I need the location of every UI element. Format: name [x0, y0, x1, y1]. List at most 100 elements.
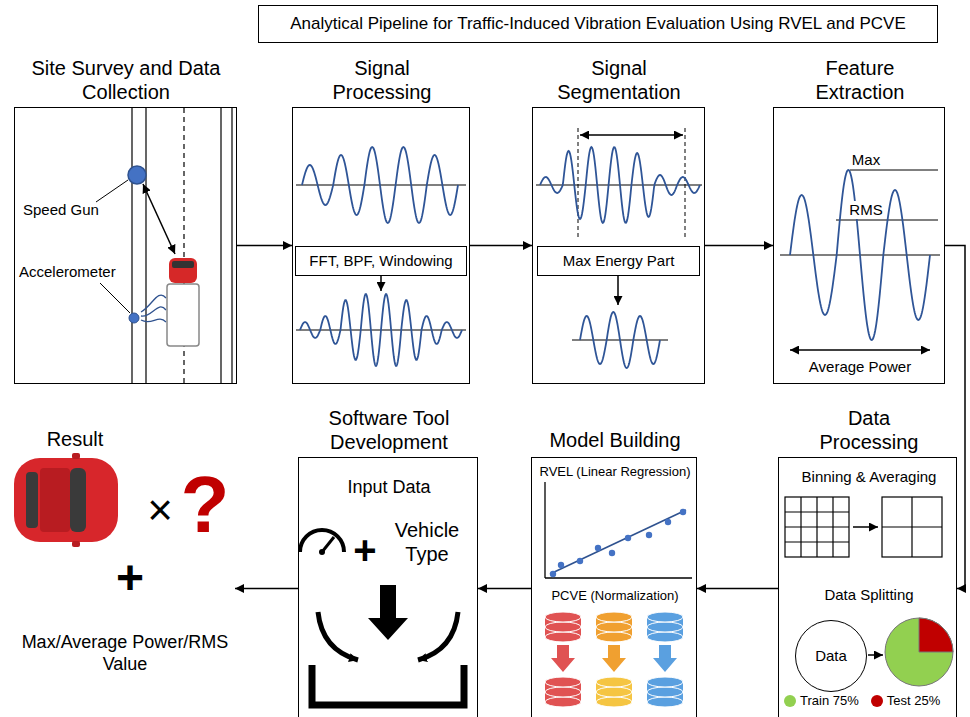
- scatter-point: [577, 558, 583, 564]
- node-heading: Signal Processing: [317, 56, 447, 104]
- power-span: [790, 349, 930, 350]
- flow-arrow: [237, 245, 292, 247]
- database-disk: [545, 677, 581, 687]
- car-mirror: [72, 453, 80, 459]
- signal-waves: [296, 147, 940, 368]
- scatter-point: [550, 571, 556, 577]
- flow-arrow: [478, 588, 531, 590]
- process-arrow: [380, 276, 382, 291]
- node-heading: Data Processing: [809, 406, 929, 454]
- segment-marker: [685, 128, 686, 240]
- database-disk: [647, 612, 683, 622]
- node-heading: Software Tool Development: [304, 406, 474, 454]
- database-disk: [647, 677, 683, 687]
- normalize-arrow: [653, 645, 677, 672]
- process-box: Max Energy Part: [537, 246, 700, 276]
- chart-axis: [544, 482, 545, 578]
- process-box: FFT, BPF, Windowing: [295, 246, 467, 276]
- database-icon: [545, 677, 581, 707]
- node-text: RMS: [847, 201, 884, 219]
- symbol-label: +: [353, 530, 376, 570]
- segment-marker: [578, 128, 579, 240]
- vibration-line: [141, 295, 166, 312]
- flow-arrow: [697, 588, 778, 590]
- signal-wave: [302, 147, 458, 223]
- stage-panel: Site Survey and Data CollectionSpeed Gun…: [14, 107, 237, 384]
- title-text: Analytical Pipeline for Traffic-Induced …: [271, 14, 925, 34]
- leader-line: [100, 283, 130, 313]
- node-heading: Signal Segmentation: [549, 56, 689, 104]
- normalize-arrow: [602, 645, 626, 672]
- database-icon: [647, 612, 683, 642]
- normalize-arrow: [551, 645, 575, 672]
- node-heading: Max Energy Part: [563, 252, 675, 270]
- database-disk: [596, 677, 632, 687]
- process-arrow: [617, 276, 619, 305]
- merge-arrow: [318, 612, 358, 660]
- database-disk: [596, 632, 632, 642]
- leader-line: [96, 180, 128, 202]
- input-arrow: [368, 585, 408, 640]
- grid-line: [785, 511, 849, 512]
- chart-axis: [545, 577, 692, 578]
- pie-test: [919, 618, 953, 652]
- node-heading: FFT, BPF, Windowing: [309, 252, 452, 270]
- process-arrow: [853, 526, 878, 528]
- speed-gun-symbol: [128, 166, 146, 184]
- grid-line: [785, 526, 849, 527]
- database-disk: [545, 697, 581, 707]
- road-edge: [220, 108, 221, 383]
- gauge-hub: [319, 549, 325, 555]
- node-heading: Data: [815, 647, 847, 665]
- truck-cab: [169, 258, 197, 283]
- stage-panel: Signal ProcessingFFT, BPF, Windowing: [292, 107, 470, 384]
- scatter-point: [558, 562, 564, 568]
- signal-wave: [300, 294, 462, 366]
- database-disk: [545, 622, 581, 632]
- database-icon: [545, 612, 581, 642]
- flow-arrow: [470, 245, 532, 247]
- stage-panel: Model BuildingRVEL (Linear Regression)PC…: [531, 457, 697, 717]
- scatter-point: [625, 535, 631, 541]
- node-heading: Model Building: [549, 428, 680, 452]
- max-line: [850, 170, 938, 171]
- legend-swatch: [871, 695, 883, 707]
- stage-panel: Data ProcessingBinning & AveragingData S…: [778, 457, 957, 717]
- database-disk: [596, 612, 632, 622]
- scatter-points: [550, 509, 686, 577]
- merge-arrow: [418, 612, 458, 660]
- legend-item: Train 75%: [784, 693, 859, 709]
- database-disk: [545, 612, 581, 622]
- database-disk: [647, 622, 683, 632]
- scatter-point: [595, 545, 601, 551]
- car-mirror: [72, 541, 80, 547]
- node-text: Binning & Averaging: [802, 468, 937, 486]
- stage-panel: Feature ExtractionMaxRMSAverage Power: [773, 107, 945, 384]
- grid-line: [785, 541, 849, 542]
- database-disk: [545, 687, 581, 697]
- node-text: Accelerometer: [19, 263, 116, 281]
- database-disk: [647, 632, 683, 642]
- truck-window: [172, 261, 194, 268]
- signal-wave: [540, 147, 700, 223]
- node-heading: Site Survey and Data Collection: [21, 56, 231, 104]
- node-text: Max: [850, 151, 882, 169]
- segment-span: [580, 134, 683, 135]
- node-text: Max/Average Power/RMS Value: [18, 632, 233, 675]
- database-disk: [596, 622, 632, 632]
- scatter-point: [665, 519, 671, 525]
- legend: Train 75%Test 25%: [784, 693, 940, 709]
- vibration-line: [141, 319, 166, 322]
- truck-body: [167, 284, 199, 346]
- road-edge: [231, 108, 232, 383]
- accelerometer-symbol: [129, 313, 139, 323]
- scatter-point: [609, 550, 615, 556]
- speed-beam: [143, 184, 175, 254]
- signal-wave: [790, 170, 930, 340]
- road-edge: [145, 108, 146, 383]
- title-box: Analytical Pipeline for Traffic-Induced …: [258, 5, 938, 43]
- database-disk: [596, 697, 632, 707]
- node-heading: Result: [47, 427, 104, 451]
- road: [132, 108, 232, 383]
